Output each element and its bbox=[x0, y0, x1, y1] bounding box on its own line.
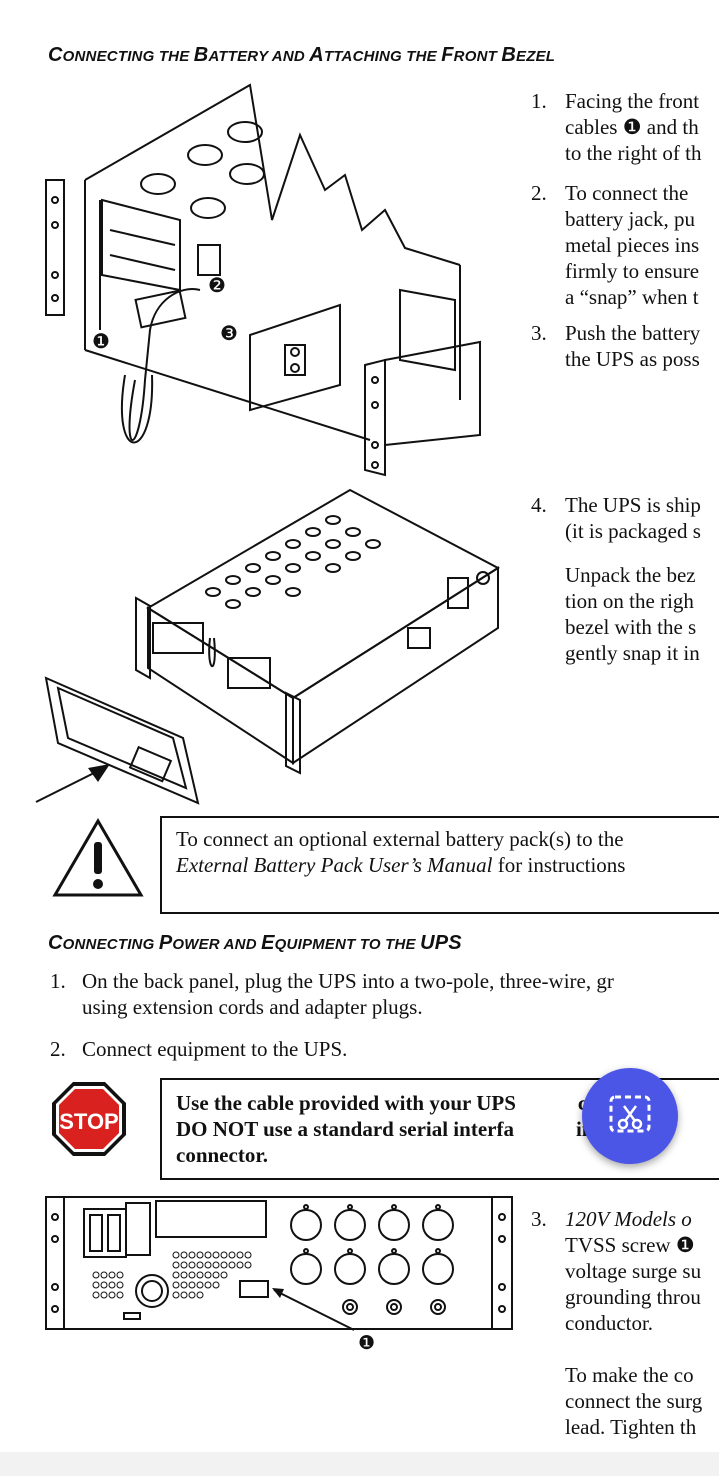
heading-smallcaps: OWER AND bbox=[172, 936, 262, 953]
warning-box: To connect an optional external battery … bbox=[160, 816, 719, 914]
stop-line-3: connector. bbox=[176, 1143, 268, 1167]
heading-cap: A bbox=[309, 44, 324, 66]
ups-rear-panel-illustration: ❶ bbox=[45, 1196, 513, 1354]
heading-smallcaps: QUIPMENT TO THE bbox=[274, 936, 421, 953]
heading-cap: B bbox=[501, 44, 516, 66]
heading-cap: C bbox=[48, 44, 63, 66]
step-2-number: 2. bbox=[531, 181, 547, 205]
system-nav-bar bbox=[0, 1452, 719, 1476]
ups-battery-illustration: ❶ ❷ ❸ bbox=[45, 83, 481, 477]
stop-sign-text: STOP bbox=[59, 1109, 119, 1134]
step-4-text: The UPS is ship(it is packaged s bbox=[565, 493, 701, 543]
stop-line-1: Use the cable provided with your UPSct t bbox=[176, 1091, 606, 1115]
power-step-2-number: 2. bbox=[50, 1037, 66, 1061]
heading-smallcaps: RONT bbox=[453, 48, 502, 65]
section-heading-power: CONNECTING POWER AND EQUIPMENT TO THE UP… bbox=[48, 932, 462, 955]
power-step-1-text: On the back panel, plug the UPS into a t… bbox=[82, 969, 614, 1019]
power-step-2-text: Connect equipment to the UPS. bbox=[82, 1037, 348, 1061]
warning-triangle-icon bbox=[52, 818, 144, 897]
section-heading-battery: CONNECTING THE BATTERY AND ATTACHING THE… bbox=[48, 44, 555, 67]
heading-smallcaps: EZEL bbox=[516, 48, 556, 65]
screenshot-scissors-icon bbox=[609, 1095, 651, 1133]
warning-line-2: External Battery Pack User’s Manual for … bbox=[176, 853, 626, 877]
rear-callout-1: ❶ bbox=[358, 1332, 375, 1354]
heading-cap: C bbox=[48, 932, 63, 954]
step-1-number: 1. bbox=[531, 89, 547, 113]
stop-line-2: DO NOT use a standard serial interfainc bbox=[176, 1117, 603, 1141]
callout-3: ❸ bbox=[220, 321, 238, 345]
screenshot-fab-button[interactable] bbox=[582, 1068, 678, 1164]
heading-smallcaps: TTACHING THE bbox=[323, 48, 442, 65]
heading-smallcaps: ATTERY AND bbox=[208, 48, 310, 65]
power-step-1-number: 1. bbox=[50, 969, 66, 993]
power-step-3-number: 3. bbox=[531, 1207, 547, 1231]
heading-cap: E bbox=[261, 932, 275, 954]
heading-smallcaps: ONNECTING bbox=[62, 936, 159, 953]
heading-cap: UPS bbox=[420, 932, 462, 954]
stop-sign-icon: STOP bbox=[52, 1082, 126, 1156]
step-4-number: 4. bbox=[531, 493, 547, 517]
callout-2: ❷ bbox=[208, 273, 226, 297]
callout-1: ❶ bbox=[92, 329, 110, 353]
warning-line-1: To connect an optional external battery … bbox=[176, 827, 624, 851]
ups-bezel-illustration bbox=[35, 488, 500, 805]
heading-cap: P bbox=[158, 932, 173, 954]
heading-smallcaps: ONNECTING THE bbox=[62, 48, 194, 65]
step-3-number: 3. bbox=[531, 321, 547, 345]
heading-cap: F bbox=[441, 44, 454, 66]
heading-cap: B bbox=[193, 44, 209, 66]
